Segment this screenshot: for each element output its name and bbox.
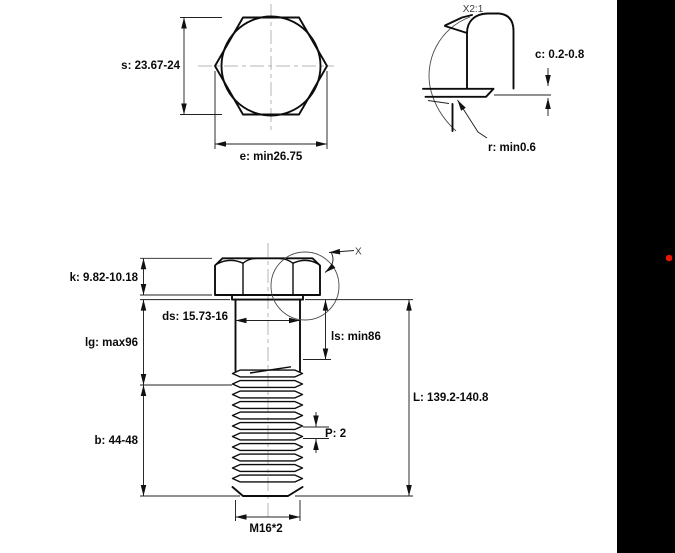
r-dimension-label: r: min0.6 — [488, 142, 536, 154]
shank-lines — [234, 298, 301, 372]
detail-boundary-arc — [428, 16, 471, 132]
detail-view-title: X2:1 — [463, 4, 484, 15]
front-view: X k: 9.82-10.18 ds: 15.73-16 lg: max96 b… — [70, 243, 489, 535]
r-leader-line — [457, 99, 488, 139]
washer-face-flange — [231, 294, 304, 301]
detail-head-profile — [466, 12, 515, 90]
thread-spec-label: M16*2 — [249, 523, 282, 535]
detail-head-facet-lines — [444, 14, 473, 90]
p-dimension-label: P: 2 — [325, 428, 346, 440]
detail-x-leader — [328, 248, 355, 255]
bolt-head-facet-arcs — [216, 257, 319, 265]
bolt-tip-chamfer — [231, 486, 304, 497]
ls-dimension-label: ls: min86 — [331, 331, 381, 343]
detail-fillet-line — [427, 100, 450, 104]
e-dimension-label: e: min26.75 — [240, 151, 303, 163]
lg-extension-lines — [140, 299, 232, 386]
p-extension-lines — [303, 426, 329, 439]
ds-dimension-label: ds: 15.73-16 — [162, 311, 228, 323]
detail-washer-face — [422, 87, 495, 98]
detail-view: X2:1 c: 0.2-0.8 r: min0.6 — [422, 4, 585, 154]
lg-dimension-label: lg: max96 — [85, 337, 138, 349]
c-dimension-label: c: 0.2-0.8 — [535, 49, 585, 61]
l-dimension-label: L: 139.2-140.8 — [413, 392, 489, 404]
thread-profile — [231, 369, 304, 483]
s-dimension-label: s: 23.67-24 — [121, 60, 180, 72]
k-dimension-label: k: 9.82-10.18 — [70, 272, 139, 284]
detail-x-circle — [270, 251, 340, 321]
bolt-head-facet-lines — [242, 263, 294, 295]
top-view: s: 23.67-24 e: min26.75 — [121, 4, 334, 163]
detail-x-arc-arrow — [324, 251, 336, 273]
bolt-head-outline — [214, 257, 321, 296]
thread-runout-line — [249, 366, 292, 374]
ls-extension-lines — [303, 299, 413, 360]
b-dimension-label: b: 44-48 — [95, 435, 139, 447]
red-marker-dot[interactable] — [665, 254, 673, 262]
e-extension-lines — [214, 71, 328, 149]
right-side-panel — [617, 0, 675, 553]
head-chamfer-circle — [220, 15, 322, 117]
k-extension-lines — [140, 257, 212, 296]
detail-x-label: X — [355, 247, 362, 258]
hex-outline — [214, 16, 328, 116]
